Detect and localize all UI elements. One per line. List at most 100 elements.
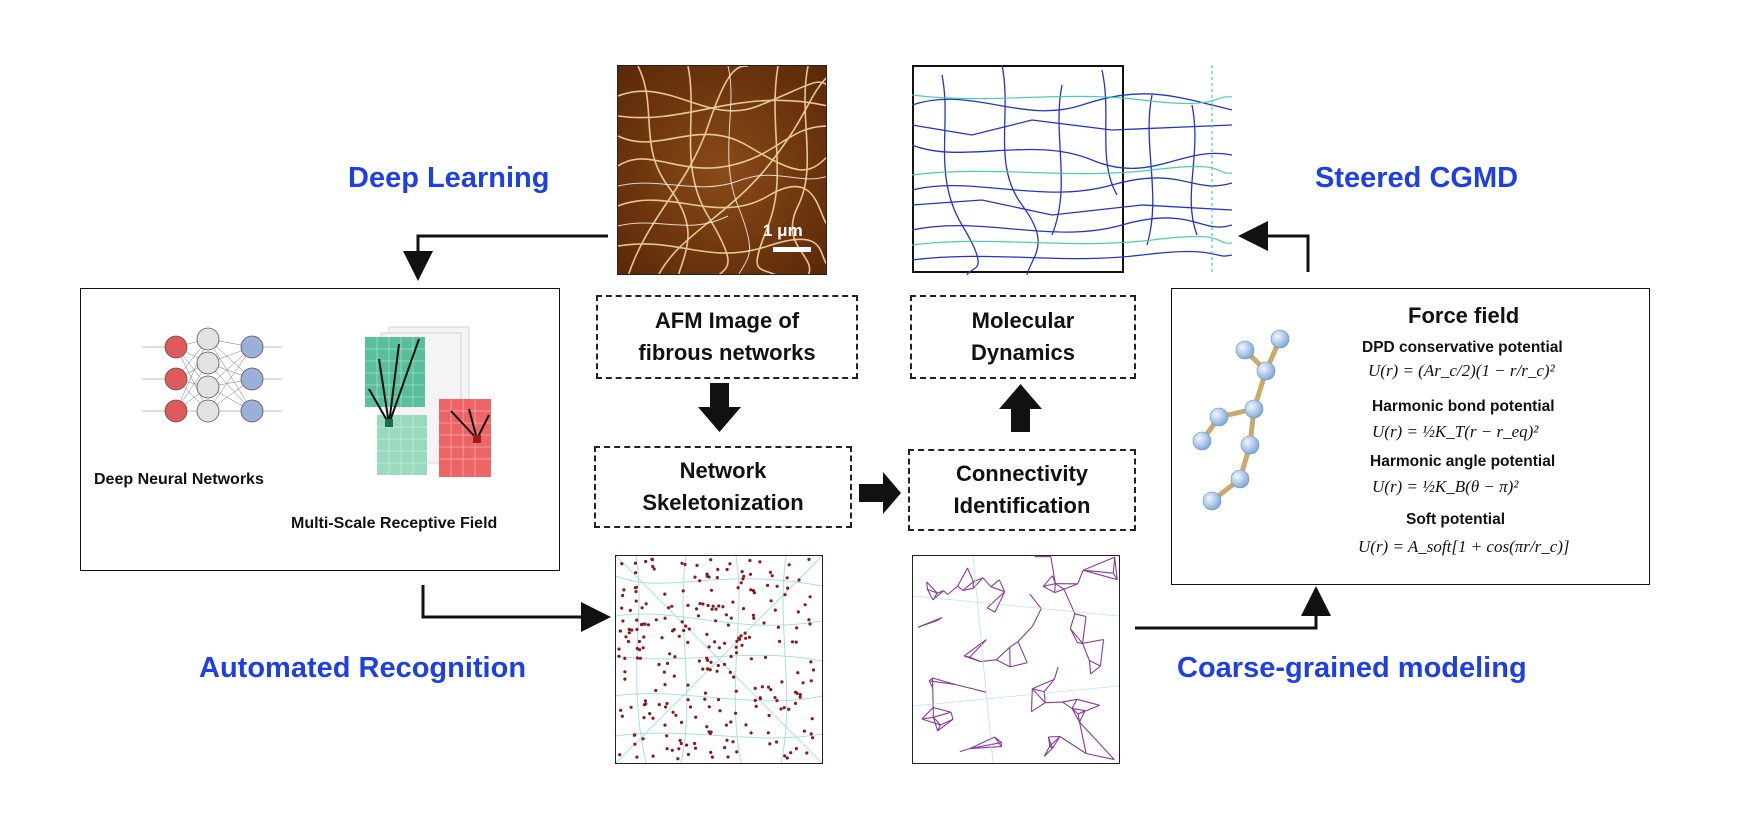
skeleton-node	[807, 618, 811, 622]
connectivity-edge	[969, 639, 987, 658]
connectivity-edge	[943, 590, 948, 595]
connectivity-edge	[927, 588, 938, 594]
skeleton-node	[718, 709, 722, 713]
skeleton-node	[709, 660, 713, 664]
connectivity-edge	[932, 687, 934, 708]
skeleton-node	[629, 705, 633, 709]
connectivity-edge	[1054, 588, 1065, 594]
skeleton-node	[641, 737, 645, 741]
dnn-label: Deep Neural Networks	[94, 471, 264, 488]
skeleton-node	[707, 645, 711, 649]
skeleton-node	[729, 654, 733, 659]
skeleton-node	[723, 746, 727, 750]
skeleton-node	[705, 574, 709, 578]
skeleton-node	[622, 588, 626, 592]
afm-image: 1 μm	[617, 65, 827, 275]
skeleton-node	[798, 693, 802, 697]
skeleton-node	[711, 604, 715, 608]
skeleton-node	[633, 561, 637, 565]
skeleton-node	[634, 599, 638, 603]
skeleton-node	[721, 605, 725, 609]
skeleton-node	[807, 557, 811, 561]
skeleton-node	[693, 575, 697, 579]
skeleton-node	[735, 750, 739, 754]
connectivity-edge	[1043, 585, 1055, 594]
skeleton-node	[709, 558, 713, 562]
skeleton-node	[685, 743, 689, 747]
conn-box-line2: Identification	[953, 493, 1091, 518]
skeleton-node	[671, 710, 675, 714]
skeleton-node	[734, 689, 738, 693]
skeleton-node	[714, 607, 718, 611]
skeleton-node	[774, 740, 779, 744]
connectivity-edge	[1032, 688, 1045, 693]
skeleton-node	[798, 695, 802, 699]
skeleton-node	[732, 675, 736, 679]
skeleton-node	[627, 631, 631, 635]
skeleton-node	[793, 701, 798, 705]
skeleton-node	[744, 723, 748, 727]
md-box-line1: Molecular	[971, 308, 1075, 333]
skeleton-node	[654, 618, 658, 622]
connectivity-edge	[1031, 608, 1042, 627]
scale-bar	[773, 247, 811, 252]
term-name-angle: Harmonic angle potential	[1370, 453, 1556, 470]
skeleton-node	[668, 652, 672, 656]
connectivity-edge	[1017, 641, 1028, 663]
skeleton-node	[642, 716, 646, 720]
skeleton-node	[644, 602, 648, 606]
skeleton-node	[748, 572, 753, 576]
skeleton-node	[693, 746, 698, 750]
skeleton-node	[789, 751, 793, 755]
term-name-soft: Soft potential	[1406, 511, 1506, 528]
skeleton-node	[687, 627, 691, 631]
connectivity-edge	[966, 567, 974, 582]
skeleton-node	[652, 567, 656, 571]
skeleton-node	[634, 590, 638, 594]
skeleton-node	[651, 716, 655, 720]
skeleton-node	[715, 576, 719, 580]
skeleton-node	[760, 685, 764, 689]
connectivity-edge	[994, 736, 1002, 747]
skeleton-node	[650, 558, 654, 562]
connectivity-identification-box: Connectivity Identification	[908, 449, 1136, 531]
force-field-panel: Force field DPD conservative potential U…	[1171, 288, 1650, 585]
skeleton-node	[617, 654, 621, 658]
skeleton-node	[797, 578, 801, 582]
skeleton-node	[803, 603, 807, 607]
skeleton-node	[664, 705, 668, 709]
skeleton-node	[657, 703, 661, 707]
skeleton-node	[775, 699, 779, 703]
skeleton-node	[749, 588, 753, 592]
connectivity-edge	[926, 581, 938, 594]
skeleton-node	[766, 685, 771, 689]
skeleton-node	[706, 603, 710, 608]
skeleton-node	[723, 641, 727, 645]
skeleton-node	[751, 613, 755, 617]
skeleton-node	[796, 671, 800, 675]
skeleton-node	[779, 707, 783, 711]
skeleton-node	[657, 662, 661, 667]
skeleton-node	[665, 661, 670, 665]
connectivity-edge	[1071, 708, 1080, 723]
skeleton-node	[707, 705, 711, 709]
skeleton-node	[769, 688, 773, 692]
skeleton-node	[790, 640, 795, 644]
skeleton-node	[624, 635, 628, 639]
connectivity-edge	[1062, 698, 1078, 703]
connectivity-edge	[1069, 628, 1078, 643]
skeleton-node	[644, 702, 648, 706]
connectivity-edge	[1071, 707, 1079, 715]
skeleton-node	[809, 679, 813, 683]
skeleton-node	[635, 618, 639, 622]
connectivity-edge	[973, 577, 984, 583]
afm-box-line1: AFM Image of	[654, 308, 800, 333]
connectivity-edge	[969, 746, 1002, 750]
skel-box-line2: Skeletonization	[642, 490, 804, 515]
skeleton-node	[810, 717, 814, 721]
skeleton-node	[620, 562, 624, 566]
connectivity-edge	[995, 659, 1011, 668]
skeleton-node	[767, 713, 771, 718]
skeleton-node	[639, 623, 644, 627]
bead-spring-model	[1192, 329, 1290, 511]
